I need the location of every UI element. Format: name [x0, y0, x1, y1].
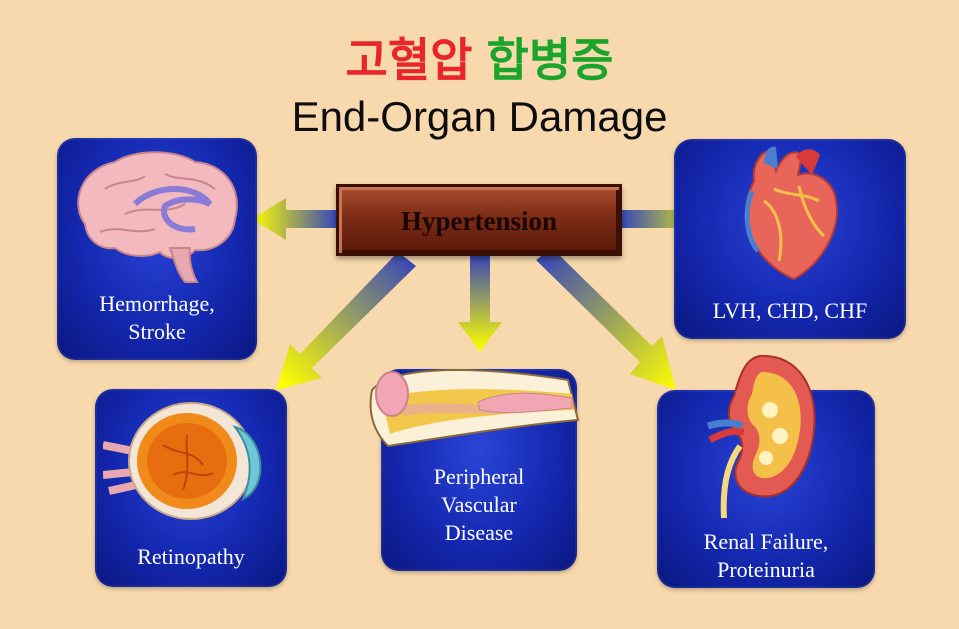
- vessel-label-line1: Peripheral: [381, 463, 577, 490]
- arrow-to-brain: [252, 198, 336, 240]
- brain-label-line1: Hemorrhage,: [57, 290, 257, 317]
- heart-icon: [724, 141, 864, 281]
- eye-box: Retinopathy: [95, 389, 287, 587]
- vessel-label-line3: Disease: [381, 519, 577, 546]
- kidney-icon: [700, 350, 820, 522]
- vessel-label-line2: Vascular: [381, 491, 577, 518]
- hypertension-label: Hypertension: [339, 206, 619, 237]
- kidney-label-line1: Renal Failure,: [657, 528, 875, 555]
- hypertension-box: Hypertension: [336, 184, 622, 256]
- arrow-to-vessel: [458, 256, 502, 352]
- kidney-label-line2: Proteinuria: [657, 556, 875, 583]
- heart-label: LVH, CHD, CHF: [674, 297, 906, 324]
- brain-box: Hemorrhage, Stroke: [57, 138, 257, 360]
- eye-label: Retinopathy: [95, 543, 287, 570]
- brain-label-line2: Stroke: [57, 318, 257, 345]
- eye-icon: [103, 395, 279, 525]
- artery-icon: [368, 350, 582, 450]
- heart-box: LVH, CHD, CHF: [674, 139, 906, 339]
- brain-icon: [65, 144, 249, 284]
